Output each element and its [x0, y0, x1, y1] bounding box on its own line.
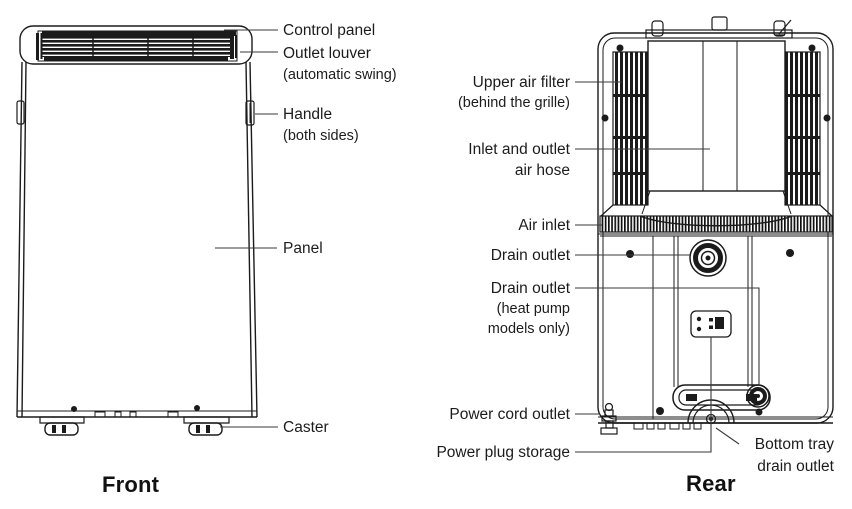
rear-top-bracket	[645, 16, 793, 39]
rear-lower-seams	[600, 235, 832, 419]
label-drain-outlet-hp-note1: (heat pump	[496, 301, 570, 317]
label-inlet-outlet-hose-line1: Inlet and outlet	[468, 141, 570, 158]
front-caster-left	[39, 416, 85, 436]
rear-drain-outlet	[689, 239, 727, 277]
rear-air-inlet-band	[598, 204, 833, 235]
label-handle: Handle	[283, 106, 333, 123]
front-outlet-louver	[36, 31, 237, 61]
front-caption: Front	[102, 472, 160, 497]
label-bottom-tray-line1: Bottom tray	[754, 436, 834, 453]
rear-caption: Rear	[686, 471, 736, 496]
label-drain-outlet-hp: Drain outlet	[490, 280, 570, 297]
label-handle-note: (both sides)	[283, 128, 359, 144]
rear-air-hose-panel	[641, 40, 792, 215]
front-handle-right	[245, 100, 255, 126]
label-outlet-louver-note: (automatic swing)	[283, 67, 397, 83]
bottom-tray-leader-line	[715, 427, 740, 445]
rear-grille-right	[784, 51, 821, 206]
label-power-plug-storage: Power plug storage	[436, 444, 570, 461]
drain-outlet-hp-leader-line	[575, 287, 760, 386]
rear-view-drawing	[597, 16, 834, 435]
label-drain-outlet-hp-note2: models only)	[487, 321, 570, 337]
rear-power-cord-outlet	[600, 402, 618, 435]
front-body-sides	[16, 61, 258, 418]
label-drain-outlet: Drain outlet	[490, 247, 570, 264]
rear-grille-left	[612, 51, 649, 206]
rear-heat-pump-drain	[746, 384, 770, 408]
leader-lines	[215, 29, 760, 453]
rear-screws	[601, 44, 831, 416]
front-screw	[71, 406, 77, 412]
rear-power-plug-storage-box	[690, 310, 732, 338]
label-panel: Panel	[283, 240, 323, 257]
front-view-drawing	[16, 25, 258, 436]
label-upper-air-filter: Upper air filter	[472, 74, 570, 91]
label-bottom-tray-line2: drain outlet	[757, 458, 834, 475]
label-air-inlet: Air inlet	[518, 217, 570, 234]
label-upper-air-filter-note: (behind the grille)	[457, 95, 570, 111]
label-inlet-outlet-hose-line2: air hose	[514, 162, 570, 179]
front-screw	[194, 405, 200, 411]
label-control-panel: Control panel	[283, 22, 376, 39]
label-power-cord-outlet: Power cord outlet	[449, 406, 570, 423]
power-plug-storage-leader-line	[575, 337, 712, 453]
front-handle-left	[16, 100, 25, 125]
label-caster: Caster	[283, 419, 329, 436]
front-caster-right	[183, 416, 230, 436]
label-outlet-louver: Outlet louver	[283, 45, 371, 62]
front-top-cap	[19, 25, 253, 65]
